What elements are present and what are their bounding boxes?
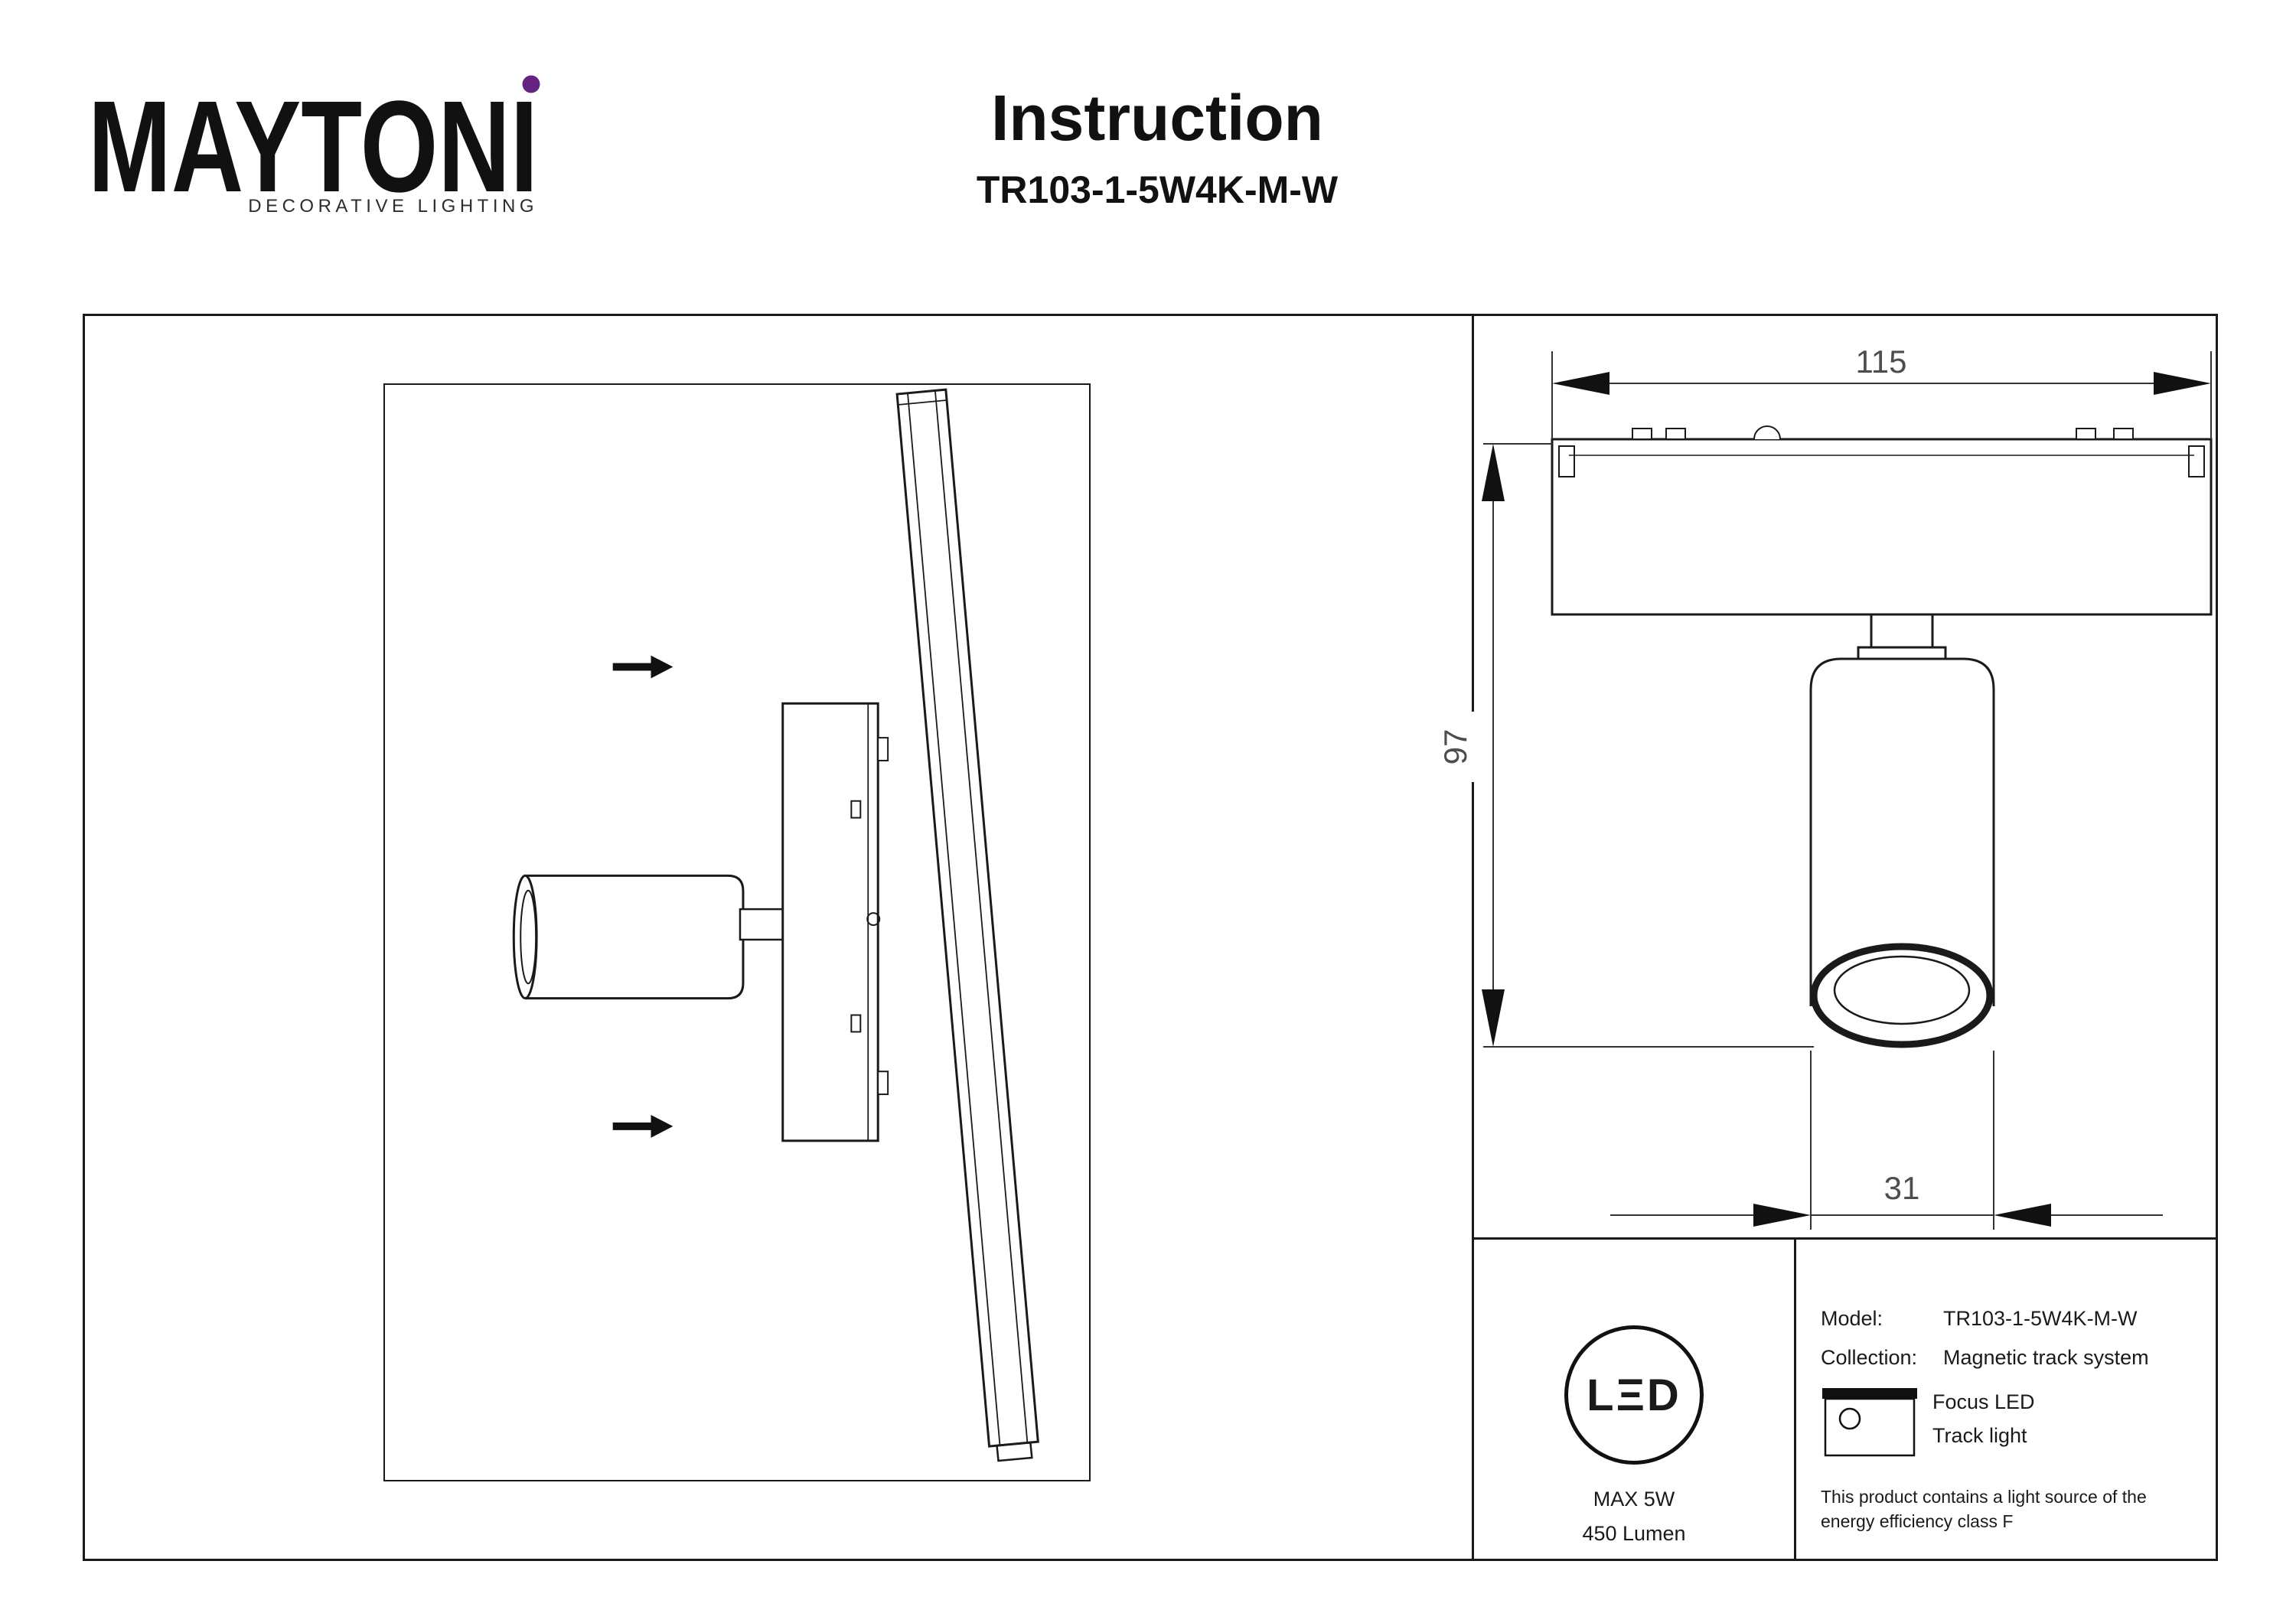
track-adapter	[781, 702, 889, 1142]
brand-tagline: DECORATIVE LIGHTING	[248, 196, 538, 217]
height-label-backing	[1450, 712, 1483, 782]
logo-text: MAYTONI	[88, 74, 538, 216]
spotlight-side-view	[1809, 613, 1995, 1048]
spec-info-cell: Model: TR103-1-5W4K-M-W Collection: Magn…	[1796, 1240, 2218, 1561]
model-code-subtitle: TR103-1-5W4K-M-W	[976, 168, 1339, 211]
dimension-drawing: 115 97 31	[1439, 344, 2213, 1230]
model-value: TR103-1-5W4K-M-W	[1943, 1307, 2138, 1330]
board-divider-line	[1472, 314, 1474, 1561]
energy-note-line1: This product contains a light source of …	[1821, 1487, 2147, 1507]
product-type-line2: Track light	[1932, 1424, 2027, 1447]
product-type-line1: Focus LED	[1932, 1390, 2035, 1413]
direction-arrow-icon-top	[612, 655, 673, 679]
maytoni-logo: MAYTONI	[88, 74, 540, 216]
energy-note-line2: energy efficiency class F	[1821, 1511, 2014, 1531]
max-power-label: MAX 5W	[1593, 1488, 1675, 1511]
page-title: Instruction	[991, 82, 1323, 154]
direction-arrow-icon-bottom	[612, 1114, 673, 1138]
energy-efficiency-note: This product contains a light source of …	[1821, 1484, 2218, 1533]
brand-dot-icon	[522, 75, 540, 93]
lumen-label: 450 Lumen	[1582, 1522, 1686, 1545]
led-badge-text: LΞD	[1587, 1370, 1681, 1420]
track-light-icon	[1822, 1388, 1917, 1457]
spotlight-head	[512, 874, 784, 1000]
product-type-text: Focus LED Track light	[1932, 1385, 2035, 1465]
installation-diagram	[512, 388, 1039, 1462]
drawing-board	[83, 314, 2218, 1561]
model-row: Model: TR103-1-5W4K-M-W	[1821, 1307, 2218, 1331]
spec-table-divider	[1794, 1237, 1796, 1561]
height-dimension-label: 97	[1439, 729, 1473, 765]
track-side-view	[1551, 425, 2213, 616]
led-badge-icon: LΞD	[1564, 1325, 1704, 1465]
spec-led-cell: LΞD MAX 5W 450 Lumen	[1474, 1240, 1794, 1561]
model-label: Model:	[1821, 1307, 1883, 1330]
collection-row: Collection: Magnetic track system	[1821, 1346, 2218, 1370]
spec-table-top-line	[1472, 1237, 2218, 1240]
title-block: Instruction TR103-1-5W4K-M-W	[977, 81, 1338, 212]
dimension-arrowheads	[1482, 372, 2211, 1227]
collection-value: Magnetic track system	[1943, 1346, 2149, 1369]
collection-label: Collection:	[1821, 1346, 1918, 1369]
width-dimension-label: 115	[1856, 344, 1907, 380]
track-rail	[895, 388, 1039, 1462]
product-type-row: Focus LED Track light	[1821, 1385, 2218, 1465]
dimension-lines	[1483, 351, 2212, 1230]
installation-diagram-box	[383, 383, 1091, 1481]
diameter-dimension-label: 31	[1884, 1170, 1920, 1206]
